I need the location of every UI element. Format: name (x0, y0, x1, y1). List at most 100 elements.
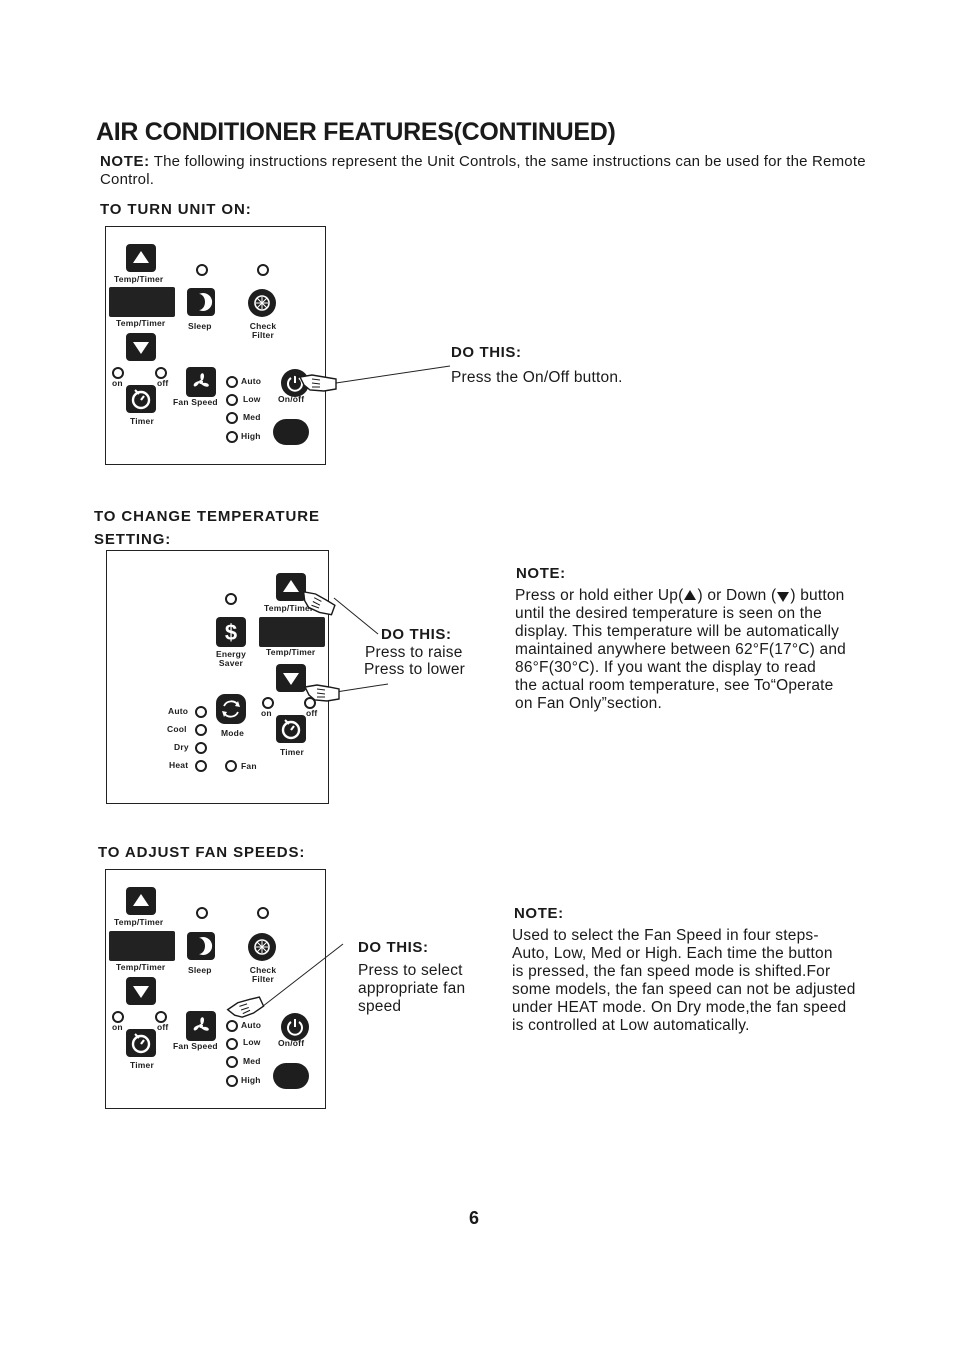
med-led (226, 412, 238, 424)
note-line: until the desired temperature is seen on… (515, 605, 822, 622)
fan-speed-label: Fan Speed (173, 397, 218, 407)
fan-speed-label: Fan Speed (173, 1041, 218, 1051)
on-off-label: On/off (278, 1038, 305, 1048)
off-label: off (157, 378, 169, 388)
lower-text: Press to lower (364, 661, 465, 678)
section-heading-temperature: TO CHANGE TEMPERATURE (94, 508, 320, 525)
temp-down-button[interactable] (276, 664, 306, 692)
high-label: High (241, 1075, 261, 1085)
temp-up-button[interactable] (126, 887, 156, 915)
raise-text: Press to raise (365, 644, 463, 661)
note-line: is controlled at Low automatically. (512, 1017, 750, 1034)
fan-mode-label: Fan (241, 761, 257, 771)
mode-label: Mode (221, 728, 244, 738)
note-text: ) button (790, 587, 845, 604)
cool-led (195, 724, 207, 736)
note-line: maintained anywhere between 62°F(17°C) a… (515, 641, 846, 658)
heat-label: Heat (169, 760, 189, 770)
do-this-label: DO THIS: (451, 344, 522, 361)
note-label: NOTE: (514, 905, 564, 922)
display-screen (109, 287, 175, 317)
fan-speed-button[interactable] (186, 367, 216, 397)
up-arrow-icon (283, 580, 299, 592)
sleep-label: Sleep (188, 321, 212, 331)
timer-on-led (262, 697, 274, 709)
filter-icon (248, 933, 276, 961)
page-number: 6 (469, 1208, 480, 1228)
saver-label: Saver (218, 658, 244, 668)
sleep-button[interactable] (187, 288, 215, 316)
note-text: Press or hold either Up( (515, 587, 684, 604)
mode-button[interactable] (216, 694, 246, 724)
timer-icon (281, 719, 301, 740)
auto-mode-label: Auto (168, 706, 189, 716)
low-label: Low (243, 394, 261, 404)
control-panel-fan-speed: Temp/Timer Temp/Timer on off Timer Sleep… (105, 869, 326, 1109)
up-arrow-icon (133, 894, 149, 906)
on-label: on (261, 708, 272, 718)
timer-icon (131, 389, 151, 410)
low-led (226, 394, 238, 406)
down-arrow-icon (133, 986, 149, 998)
temp-timer-label: Temp/Timer (114, 917, 164, 927)
low-label: Low (243, 1037, 261, 1047)
temp-up-button[interactable] (276, 573, 306, 601)
on-label: on (112, 1022, 123, 1032)
timer-button[interactable] (126, 385, 156, 413)
moon-icon (199, 937, 213, 955)
auto-label: Auto (241, 376, 262, 386)
auto-label: Auto (241, 1020, 262, 1030)
timer-label: Timer (130, 416, 154, 426)
temp-timer-label: Temp/Timer (116, 318, 166, 328)
sleep-led (196, 264, 208, 276)
sleep-button[interactable] (187, 932, 215, 960)
section-heading-fan-speeds: TO ADJUST FAN SPEEDS: (98, 844, 306, 861)
note-line: Used to select the Fan Speed in four ste… (512, 927, 819, 944)
power-icon (287, 375, 303, 392)
temp-down-button[interactable] (126, 977, 156, 1005)
instruction-line: speed (358, 998, 402, 1015)
timer-on-led (112, 1011, 124, 1023)
energy-saver-led (225, 593, 237, 605)
display-screen (259, 617, 325, 647)
timer-button[interactable] (276, 715, 306, 743)
leader-line-lower (335, 683, 389, 693)
check-filter-button[interactable] (247, 932, 277, 962)
temp-up-button[interactable] (126, 244, 156, 272)
off-label: off (157, 1022, 169, 1032)
check-filter-button[interactable] (247, 288, 277, 318)
timer-off-led (155, 367, 167, 379)
high-label: High (241, 431, 261, 441)
leader-line-power (335, 365, 451, 384)
fan-speed-button[interactable] (186, 1011, 216, 1041)
instruction-line: Press to select (358, 962, 463, 979)
remote-sensor (273, 419, 309, 445)
energy-saver-button[interactable]: $ (216, 617, 246, 647)
fan-icon (193, 373, 209, 387)
note-label: NOTE: (516, 565, 566, 582)
do-this-label: DO THIS: (381, 626, 452, 643)
page-title: AIR CONDITIONER FEATURES(CONTINUED) (96, 118, 616, 146)
note-text: ) or Down ( (697, 587, 777, 604)
dollar-icon: $ (225, 620, 237, 645)
temp-down-button[interactable] (126, 333, 156, 361)
filter-label: Filter (252, 974, 274, 984)
on-off-button[interactable] (281, 1013, 309, 1041)
on-label: on (112, 378, 123, 388)
timer-off-led (155, 1011, 167, 1023)
note-line: 86°F(30°C). If you want the display to r… (515, 659, 817, 676)
instruction-line: appropriate fan (358, 980, 466, 997)
note-line: is pressed, the fan speed mode is shifte… (512, 963, 831, 980)
timer-button[interactable] (126, 1029, 156, 1057)
on-off-button[interactable] (281, 369, 309, 397)
temperature-note: Press or hold either Up( ) or Down ( ) but… (515, 587, 846, 713)
down-arrow-icon (283, 673, 299, 685)
temp-timer-label: Temp/Timer (264, 603, 314, 613)
intro-note: NOTE: The following instructions represe… (100, 153, 880, 189)
med-label: Med (243, 412, 261, 422)
note-line: display. This temperature will be automa… (515, 623, 840, 640)
on-off-label: On/off (278, 394, 305, 404)
temp-timer-label: Temp/Timer (266, 647, 316, 657)
leader-line-raise (333, 597, 379, 635)
